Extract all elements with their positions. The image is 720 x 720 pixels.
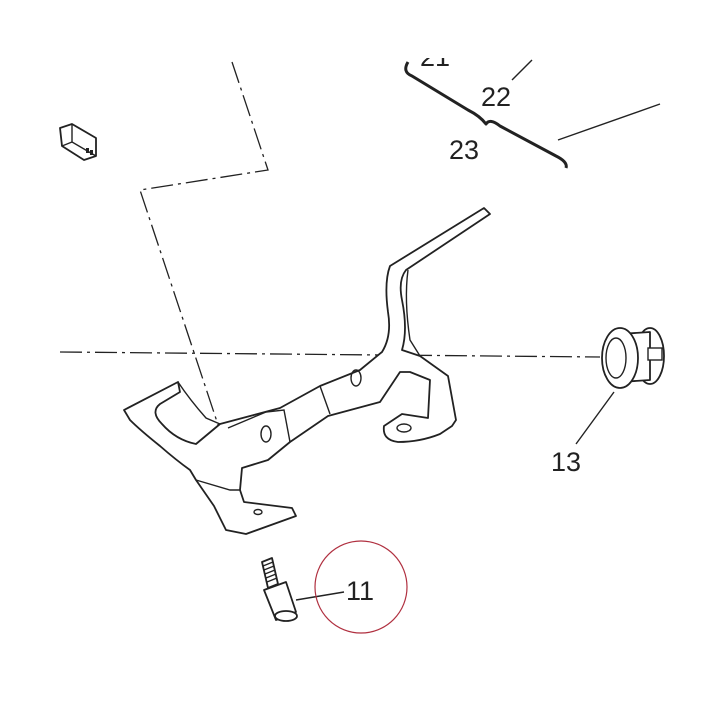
top-crop-mask (400, 0, 480, 58)
leader-13 (575, 391, 615, 445)
frame-bracket (123, 207, 491, 535)
callout-23: 23 (449, 135, 479, 165)
bracket-23 (404, 59, 661, 169)
leader-21-22 (511, 59, 533, 81)
horizontal-assembly-line (59, 351, 601, 358)
callout-13: 13 (551, 447, 581, 477)
vertical-assembly-line (139, 61, 269, 516)
leader-23-right (557, 103, 661, 141)
center-lines (59, 61, 601, 516)
callout-11: 11 (346, 576, 374, 606)
connector-part (59, 123, 97, 161)
bolt-part-11 (261, 557, 345, 622)
highlight-circle (314, 540, 408, 634)
grommet-part-13 (575, 327, 665, 445)
leader-11 (295, 591, 345, 601)
callout-22: 22 (481, 82, 511, 112)
